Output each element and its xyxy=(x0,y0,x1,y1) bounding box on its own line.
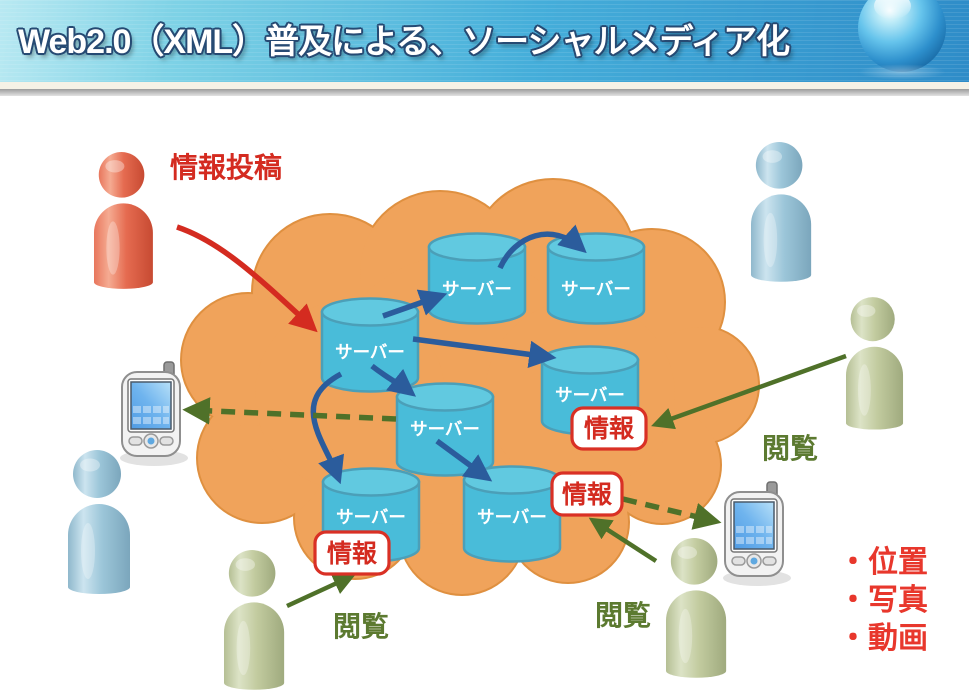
server-label: サーバー xyxy=(477,507,547,527)
server-cylinder-bottom-middle: サーバー xyxy=(462,465,562,563)
person-red-poster-icon xyxy=(94,152,153,289)
arrow-browse-bottom-right xyxy=(588,517,658,563)
info-tag-label: 情報 xyxy=(327,540,378,568)
info-tags: 情報 情報 情報 xyxy=(313,406,648,576)
browse-label-bottom-right: 閲覧 xyxy=(595,600,651,631)
media-list-item: ・位置 xyxy=(838,545,928,579)
server-cylinder-top-left: サーバー xyxy=(427,232,527,325)
title-bar: Web2.0（XML）普及による、ソーシャルメディア化 xyxy=(0,0,969,82)
arrow-server-link-2 xyxy=(382,289,448,319)
pda-icon-right xyxy=(722,481,792,587)
server-label: サーバー xyxy=(410,419,480,439)
arrow-delivery-dashed-right xyxy=(622,496,722,530)
person-green-right-icon xyxy=(846,297,904,430)
arrow-server-link-4 xyxy=(370,363,417,397)
server-label: サーバー xyxy=(335,342,405,362)
info-tag-label: 情報 xyxy=(584,415,635,443)
sphere-reflection xyxy=(858,64,946,80)
server-cylinder-middle: サーバー xyxy=(395,382,495,477)
arrow-server-link-3 xyxy=(412,336,557,369)
info-tag-label: 情報 xyxy=(562,481,613,509)
media-list-item: ・写真 xyxy=(838,584,928,617)
arrow-server-link-1 xyxy=(497,224,587,270)
arrow-post-red xyxy=(176,224,318,333)
server-label: サーバー xyxy=(442,279,512,299)
arrow-browse-bottom-left xyxy=(286,573,356,609)
browse-label-right: 閲覧 xyxy=(762,433,818,464)
person-green-bottom-right-icon xyxy=(666,538,727,678)
server-label: サーバー xyxy=(561,279,631,299)
media-list-item: ・動画 xyxy=(838,622,928,655)
glossy-sphere-icon xyxy=(858,0,946,72)
server-cylinder-top-right: サーバー xyxy=(546,232,646,325)
browse-label-bottom-left: 閲覧 xyxy=(333,611,389,642)
arrow-delivery-dashed-left xyxy=(182,397,397,425)
arrow-server-link-6 xyxy=(310,371,344,485)
post-label: 情報投稿 xyxy=(170,152,282,183)
info-tag-bottom-middle: 情報 xyxy=(550,471,624,517)
header-shadow xyxy=(0,89,969,96)
pda-icon-left xyxy=(119,361,189,467)
arrow-browse-right xyxy=(651,353,847,430)
arrow-server-link-5 xyxy=(435,438,493,482)
header-divider xyxy=(0,82,969,89)
info-tag-bottom-left: 情報 xyxy=(313,530,391,576)
person-blue-top-right-icon xyxy=(751,142,812,282)
server-label: サーバー xyxy=(336,507,406,527)
media-list: ・位置 ・写真 ・動画 xyxy=(838,545,928,655)
person-green-bottom-left-icon xyxy=(224,550,285,690)
server-label: サーバー xyxy=(555,385,625,405)
page-title: Web2.0（XML）普及による、ソーシャルメディア化 xyxy=(18,23,790,61)
info-tag-right: 情報 xyxy=(570,406,648,451)
person-blue-left-icon xyxy=(68,450,130,594)
